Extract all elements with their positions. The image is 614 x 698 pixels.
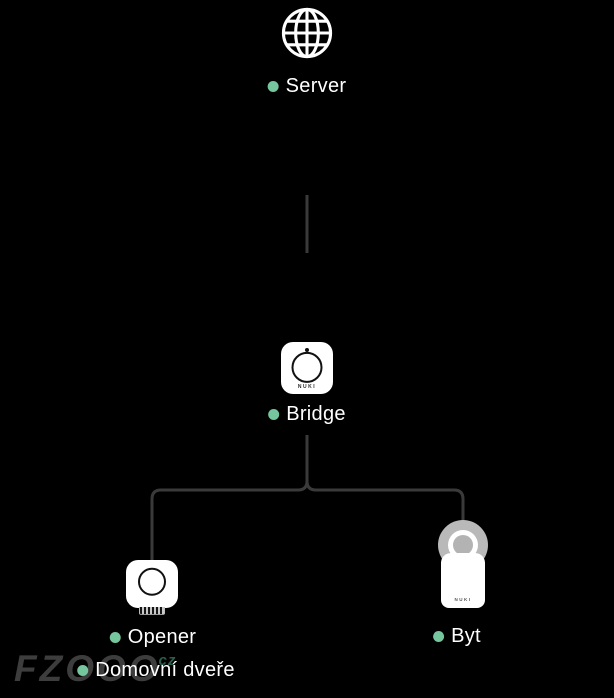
status-dot-online — [77, 665, 89, 676]
byt-label-text: Byt — [451, 625, 481, 647]
byt-label: Byt — [433, 625, 481, 648]
lock-brand-text: NUKI — [454, 597, 472, 602]
opener-label-text: Opener — [127, 626, 197, 648]
edge-bridge-opener — [150, 435, 309, 561]
status-dot-online — [433, 631, 445, 642]
watermark-suffix: cz — [158, 652, 177, 669]
bridge-button-ring — [291, 351, 323, 383]
bridge-led-dot — [305, 348, 309, 352]
nuki-smart-lock-icon[interactable]: NUKI — [437, 520, 489, 610]
bridge-label: Bridge — [268, 403, 346, 426]
opener-connector-pins — [139, 607, 165, 615]
opener-button-ring — [138, 567, 166, 596]
server-label: Server — [267, 75, 347, 98]
status-dot-online — [109, 632, 121, 643]
status-dot-online — [267, 81, 279, 92]
opener-label: Opener — [109, 626, 197, 649]
server-label-text: Server — [285, 75, 347, 97]
bridge-label-text: Bridge — [286, 403, 346, 425]
nuki-opener-icon[interactable] — [126, 560, 178, 615]
globe-icon[interactable] — [278, 4, 336, 62]
nuki-bridge-icon[interactable]: NUKI — [281, 342, 333, 394]
lock-knob-center — [453, 535, 473, 555]
bridge-brand-text: NUKI — [297, 384, 317, 390]
opener-sublabel-text: Domovní dveře — [95, 659, 235, 681]
status-dot-online — [268, 409, 280, 420]
edge-bridge-byt — [305, 435, 465, 523]
opener-sublabel: Domovní dveře — [77, 659, 235, 682]
lock-body: NUKI — [441, 553, 485, 608]
